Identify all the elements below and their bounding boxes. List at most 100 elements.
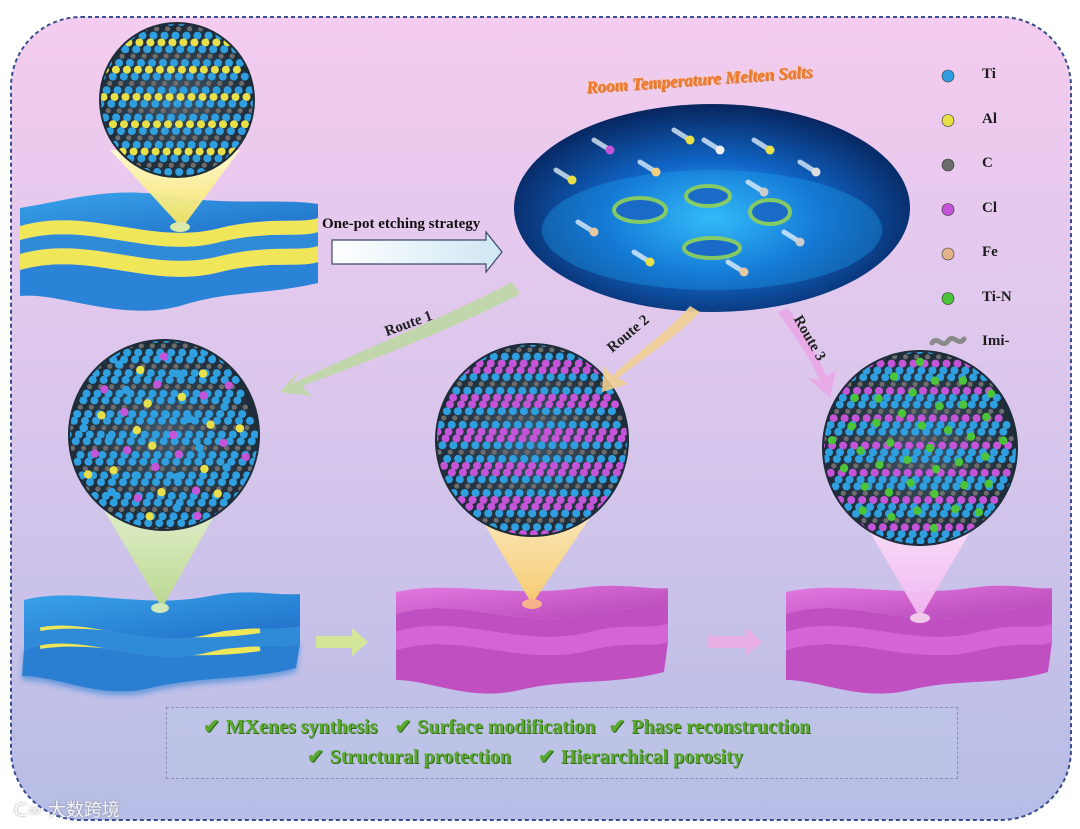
lattice-atom bbox=[479, 400, 487, 408]
lattice-atom bbox=[591, 450, 596, 455]
lattice-atom bbox=[224, 369, 232, 377]
lattice-atom bbox=[182, 466, 187, 471]
lattice-atom bbox=[564, 503, 572, 511]
lattice-atom bbox=[154, 451, 162, 459]
lattice-atom bbox=[462, 462, 470, 470]
lattice-atom bbox=[564, 484, 569, 489]
lattice-atom bbox=[211, 114, 219, 122]
lattice-atom bbox=[852, 491, 857, 496]
lattice-atom bbox=[214, 135, 219, 140]
lattice-atom bbox=[136, 417, 144, 425]
lattice-atom bbox=[985, 463, 990, 468]
lattice-atom bbox=[566, 428, 574, 436]
lattice-atom bbox=[923, 523, 931, 531]
lattice-atom bbox=[938, 518, 943, 523]
lattice-atom bbox=[183, 486, 188, 491]
lattice-atom bbox=[904, 469, 912, 477]
lattice-atom bbox=[586, 455, 594, 463]
lattice-atom bbox=[157, 488, 165, 496]
legend-label-cl: Cl bbox=[982, 200, 997, 217]
lattice-atom bbox=[94, 466, 99, 471]
lattice-atom bbox=[479, 381, 484, 386]
lattice-atom bbox=[871, 469, 879, 477]
lattice-atom bbox=[172, 410, 180, 418]
lattice-atom bbox=[839, 442, 847, 450]
lattice-atom bbox=[916, 394, 924, 402]
legend-swatch-c bbox=[942, 159, 954, 171]
lattice-atom bbox=[210, 376, 218, 384]
lattice-atom bbox=[159, 135, 164, 140]
lattice-atom bbox=[555, 523, 563, 531]
lattice-atom bbox=[522, 523, 530, 531]
lattice-atom bbox=[164, 120, 172, 128]
lattice-atom bbox=[197, 73, 205, 81]
lattice-atom bbox=[140, 100, 148, 108]
lattice-atom bbox=[191, 369, 199, 377]
lattice-atom bbox=[938, 394, 946, 402]
lattice-atom bbox=[119, 478, 127, 486]
lattice-atom bbox=[552, 435, 560, 443]
lattice-atom bbox=[197, 384, 202, 389]
lattice-atom bbox=[224, 417, 232, 425]
lattice-atom bbox=[170, 154, 178, 162]
lattice-atom bbox=[189, 425, 194, 430]
lattice-atom bbox=[128, 486, 133, 491]
lattice-atom bbox=[523, 353, 531, 361]
lattice-atom bbox=[558, 373, 566, 381]
lattice-atom bbox=[894, 442, 902, 450]
lattice-atom bbox=[514, 469, 522, 477]
lattice-atom bbox=[205, 486, 210, 491]
lattice-atom bbox=[542, 407, 550, 415]
lattice-atom bbox=[193, 390, 201, 398]
lattice-atom bbox=[241, 120, 249, 128]
lattice-atom bbox=[196, 507, 201, 512]
lattice-atom bbox=[927, 518, 932, 523]
lattice-atom bbox=[121, 499, 129, 507]
lattice-atom bbox=[559, 394, 567, 402]
watermark: ᑕ∞ 大数跨境 bbox=[14, 796, 120, 822]
lattice-atom bbox=[990, 401, 998, 409]
lattice-atom bbox=[987, 436, 992, 441]
lattice-atom bbox=[539, 366, 547, 374]
lattice-atom bbox=[129, 100, 137, 108]
lattice-atom bbox=[181, 135, 186, 140]
lattice-atom bbox=[526, 394, 534, 402]
lattice-atom bbox=[917, 367, 925, 375]
lattice-atom bbox=[509, 407, 517, 415]
lattice-atom bbox=[977, 428, 985, 436]
lattice-atom bbox=[128, 458, 136, 466]
lattice-atom bbox=[610, 428, 618, 436]
lattice-atom bbox=[930, 387, 938, 395]
lattice-atom bbox=[152, 478, 160, 486]
lattice-atom bbox=[151, 463, 159, 471]
lattice-atom bbox=[193, 466, 198, 471]
lattice-atom bbox=[869, 382, 874, 387]
lattice-atom bbox=[569, 450, 574, 455]
lattice-atom bbox=[513, 496, 521, 504]
lattice-atom bbox=[229, 431, 237, 439]
lattice-atom bbox=[555, 475, 563, 483]
lattice-atom bbox=[872, 419, 880, 427]
lattice-atom bbox=[128, 410, 136, 418]
lattice-atom bbox=[160, 352, 168, 360]
lattice-atom bbox=[469, 496, 477, 504]
legend-swatch-cl bbox=[942, 204, 954, 216]
lattice-atom bbox=[959, 469, 967, 477]
lattice-atom bbox=[243, 93, 251, 101]
lattice-atom bbox=[863, 414, 871, 422]
lattice-atom bbox=[548, 441, 556, 449]
lattice-atom bbox=[142, 356, 150, 364]
lattice-atom bbox=[184, 81, 189, 86]
lattice-atom bbox=[109, 73, 117, 81]
lattice-atom bbox=[542, 503, 550, 511]
lattice-atom bbox=[525, 469, 533, 477]
lattice-atom bbox=[909, 530, 917, 538]
lattice-atom bbox=[220, 451, 228, 459]
lattice-atom bbox=[241, 73, 249, 81]
lattice-atom bbox=[139, 458, 147, 466]
lattice-atom bbox=[190, 39, 198, 47]
lattice-atom bbox=[200, 465, 208, 473]
lattice-atom bbox=[218, 478, 226, 486]
lattice-atom bbox=[920, 530, 928, 538]
lattice-atom bbox=[239, 81, 244, 86]
